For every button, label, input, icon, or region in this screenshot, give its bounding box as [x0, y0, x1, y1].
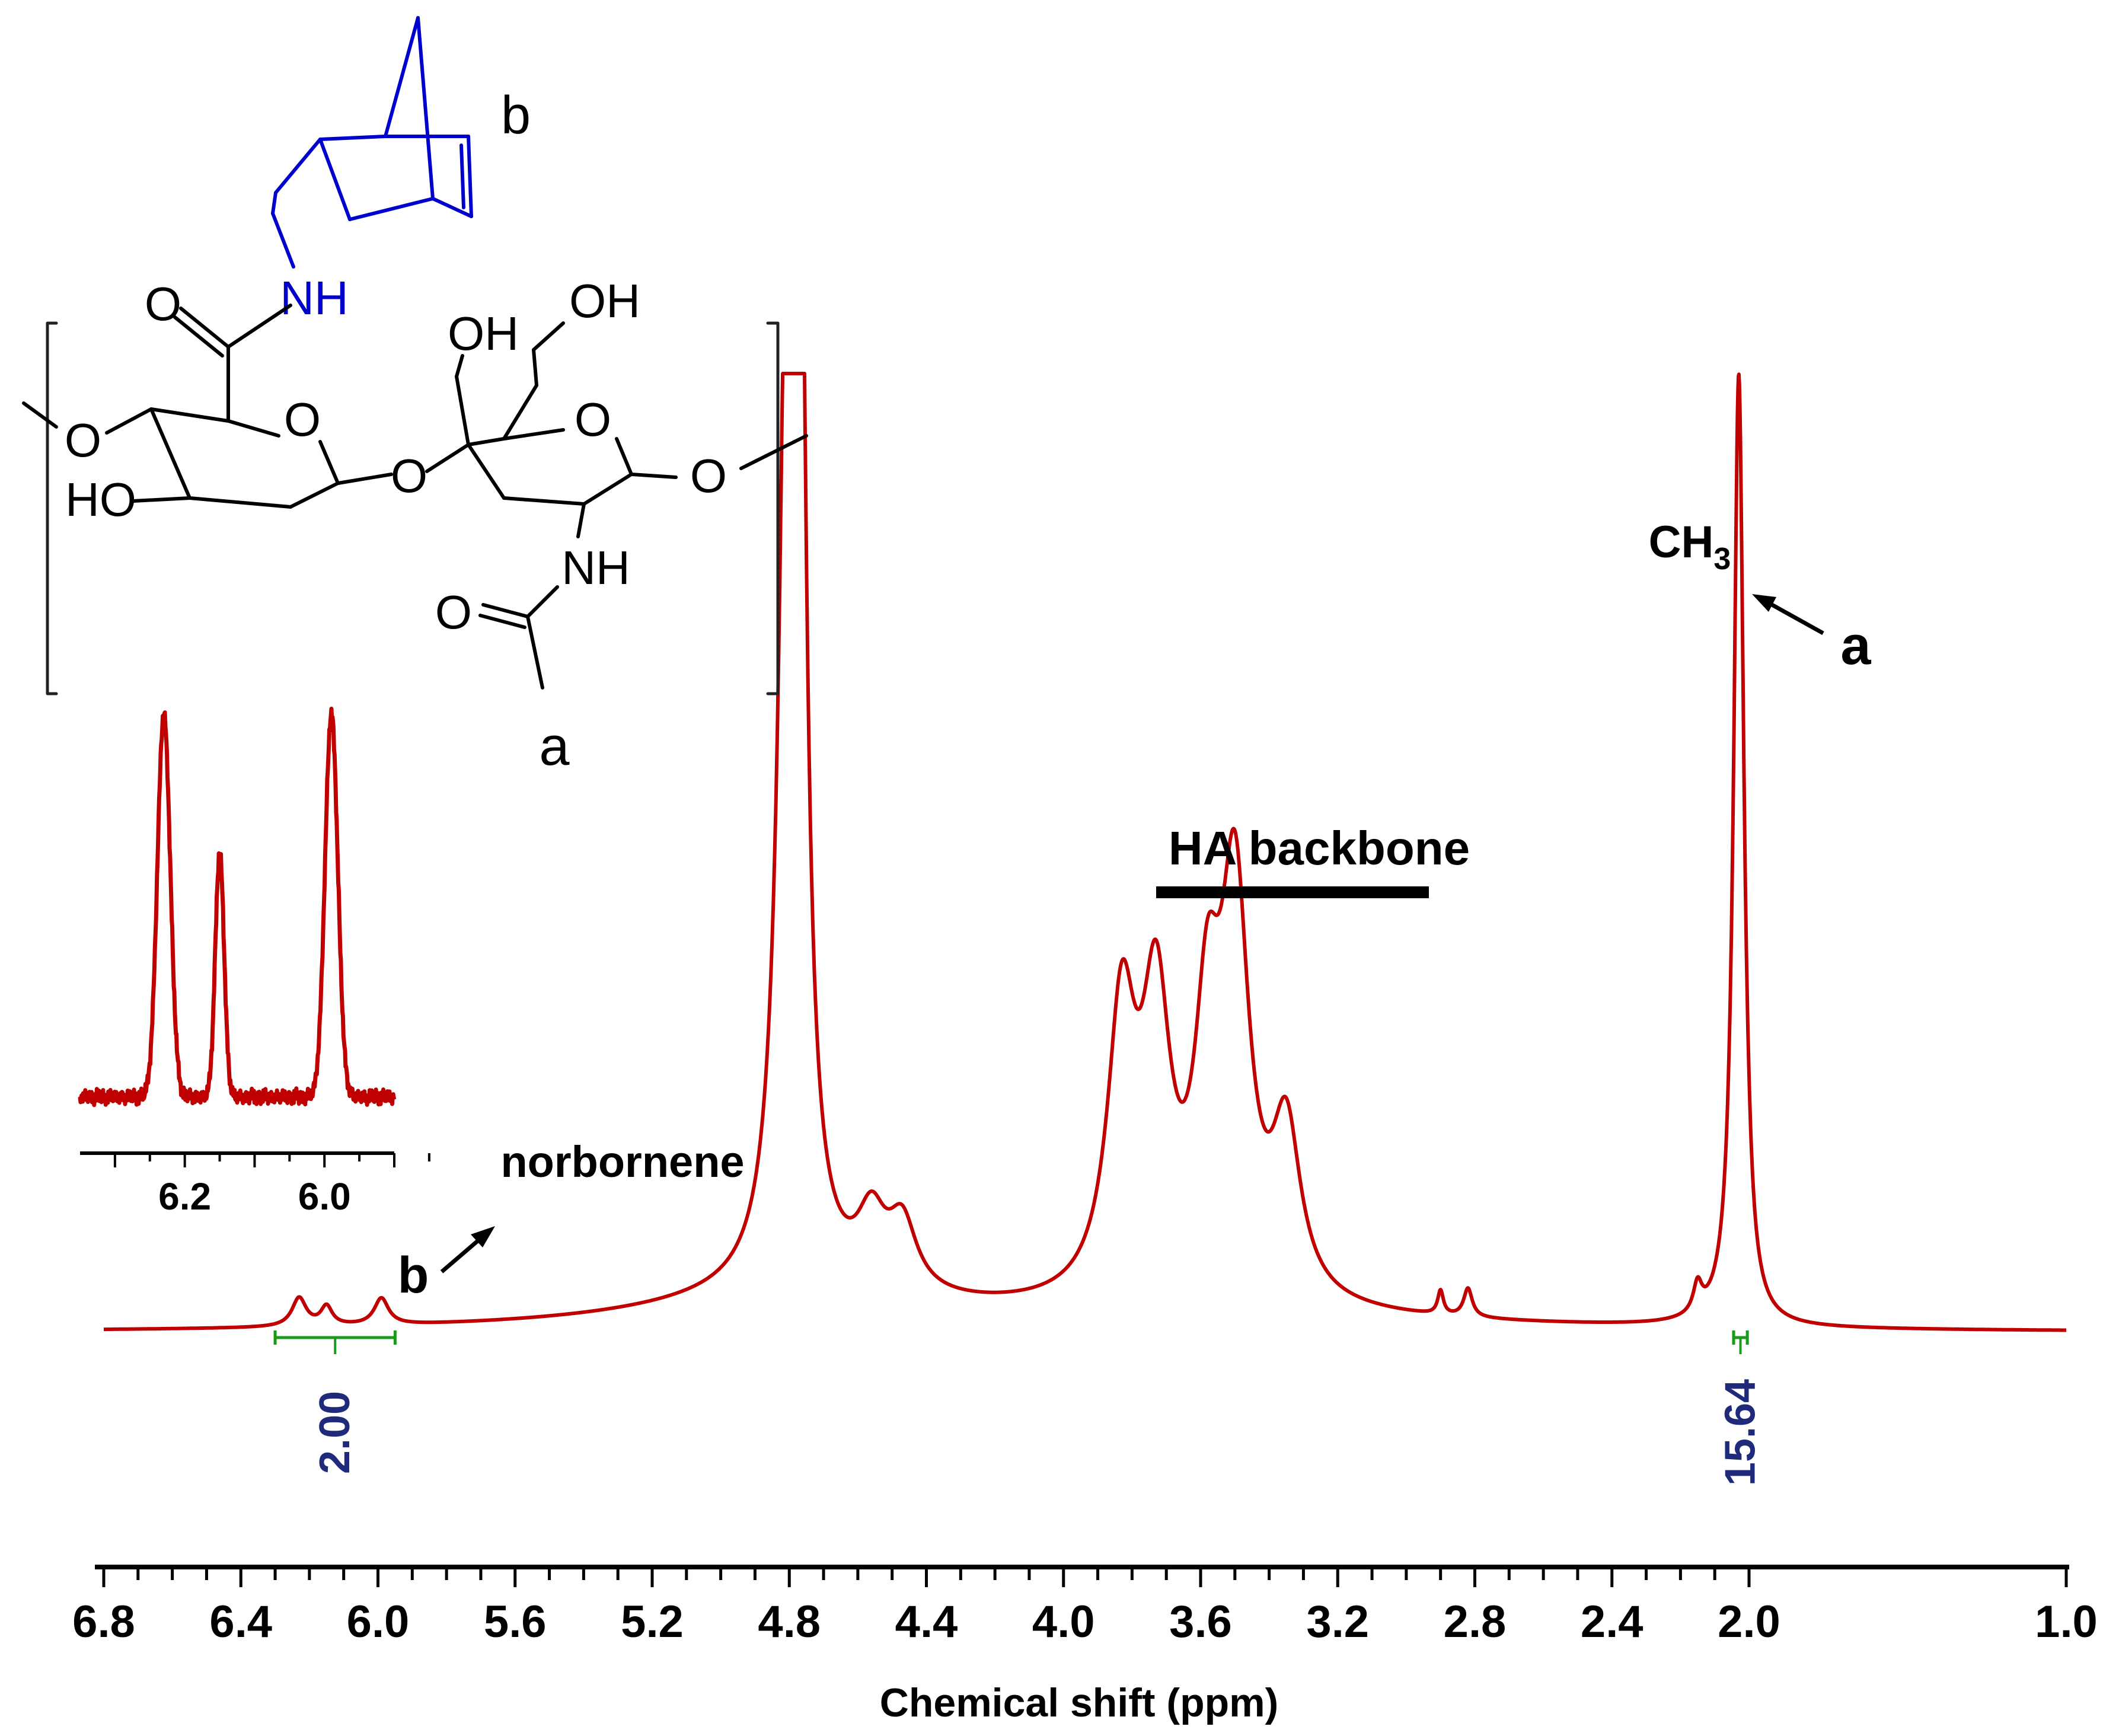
ring-o-right: O: [575, 393, 611, 446]
ch3-label: CH3: [1649, 517, 1731, 576]
right-end-o: O: [690, 449, 727, 502]
spectrum-line: [102, 372, 2068, 1332]
right-bracket: [766, 321, 780, 695]
glycosidic-o: O: [391, 449, 427, 502]
integral: 2.00: [273, 1330, 397, 1474]
x-tick-label: 2.8: [1444, 1597, 1507, 1647]
arrow-a: [1752, 594, 1824, 636]
x-tick-label: 1.0: [2035, 1597, 2098, 1647]
left-bracket: [46, 321, 58, 695]
inset-spectrum: 6.2 6.0: [78, 706, 430, 1218]
ha-backbone-structure: [22, 304, 808, 690]
left-end-o: O: [65, 414, 101, 467]
x-tick-label: 6.4: [209, 1597, 272, 1647]
peak-b-label: b: [398, 1247, 429, 1304]
carbonyl-o-top: O: [145, 277, 181, 330]
integral: 15.64: [1717, 1330, 1764, 1486]
ho-label: HO: [65, 473, 136, 526]
integral-marks: 2.00 15.64: [273, 1330, 1764, 1486]
norbornene-group: [271, 16, 473, 269]
x-tick-label: 4.4: [895, 1597, 958, 1647]
inset-tick-label: 6.2: [158, 1175, 211, 1218]
amide-nh-bottom: NH: [561, 541, 630, 594]
ha-backbone-label: HA backbone: [1169, 822, 1470, 875]
inset-x-axis: 6.2 6.0: [80, 1151, 430, 1218]
carbonyl-o-bottom: O: [435, 586, 472, 639]
x-tick-label: 6.8: [72, 1597, 135, 1647]
norbornene-b-label: b: [501, 86, 531, 145]
x-tick-label: 3.2: [1306, 1597, 1369, 1647]
peak-a-label: a: [1840, 615, 1871, 676]
amide-nh-top: NH: [280, 272, 349, 324]
ring-o-left: O: [284, 393, 321, 446]
x-tick-label: 4.8: [758, 1597, 821, 1647]
integral-value: 2.00: [311, 1391, 359, 1474]
x-tick-label: 4.0: [1032, 1597, 1095, 1647]
norbornene-label: norbornene: [500, 1137, 744, 1186]
x-tick-label: 2.4: [1581, 1597, 1643, 1647]
integral-value: 15.64: [1717, 1379, 1764, 1486]
oh-right-label: OH: [569, 275, 640, 327]
oh-left-label: OH: [448, 307, 519, 360]
x-tick-label: 5.6: [484, 1597, 547, 1647]
x-tick-label: 2.0: [1718, 1597, 1780, 1647]
chemical-structure: b NH: [22, 16, 808, 777]
inset-spectrum-line: [78, 706, 397, 1108]
inset-tick-label: 6.0: [298, 1175, 351, 1218]
arrow-b: [440, 1226, 495, 1274]
structure-a-label: a: [539, 716, 570, 777]
x-tick-label: 6.0: [347, 1597, 410, 1647]
x-axis-label: Chemical shift (ppm): [880, 1680, 1279, 1725]
x-tick-label: 3.6: [1169, 1597, 1232, 1647]
x-axis: 6.8 6.4 6.0 5.6 5.2 4.8 4.4 4.0 3.6 3.2 2.8 2.4 2.0 1…: [72, 1565, 2098, 1647]
x-tick-label: 5.2: [621, 1597, 684, 1647]
